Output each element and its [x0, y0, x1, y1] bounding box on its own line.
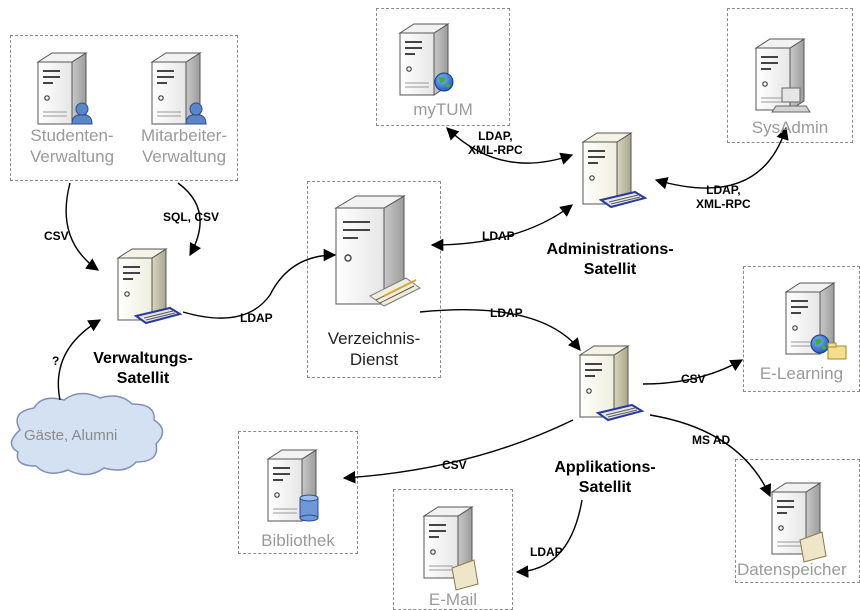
edge-label-ldap-mytum: LDAP, XML-RPC — [468, 129, 523, 157]
edge-label-ldap-sysadmin-line2: XML-RPC — [696, 197, 751, 211]
applikations-label-line1: Applikations- — [554, 459, 656, 476]
csv-arrow — [65, 182, 100, 271]
verwaltungs-satellit-server-icon — [117, 248, 181, 324]
ldap-email-arrow — [515, 499, 583, 578]
elearning-label: E-Learning — [759, 364, 844, 383]
administrations-label-line2: Satellit — [583, 261, 637, 278]
envelope-icon — [451, 559, 479, 591]
csv-bibliothek-arrow — [342, 419, 574, 484]
applikations-satellit-server-icon — [579, 345, 643, 421]
edge-label-ldap-verwaltung: LDAP — [240, 311, 273, 325]
administrations-satellit-server-icon — [582, 132, 646, 208]
workstation-icon — [771, 87, 811, 113]
verwaltungs-label-line1: Verwaltungs- — [93, 350, 193, 367]
bibliothek-label: Bibliothek — [261, 531, 335, 550]
csv-elearning-arrow — [642, 359, 744, 385]
mitarbeiter-label: Mitarbeiter- Verwaltung — [132, 125, 236, 167]
edge-label-ldap-mytum-line2: XML-RPC — [468, 143, 523, 157]
studenten-label-line1: Studenten- — [30, 126, 114, 145]
edge-label-ldap-sysadmin-line1: LDAP, — [706, 183, 741, 197]
administrations-label: Administrations- Satellit — [520, 240, 700, 280]
verzeichnis-label-line2: Dienst — [349, 350, 399, 369]
edge-label-csv: CSV — [44, 229, 69, 243]
applikations-label-line2: Satellit — [578, 479, 632, 496]
edge-label-csv-elearning: CSV — [681, 372, 706, 386]
applikations-label: Applikations- Satellit — [530, 458, 680, 498]
mytum-label: myTUM — [413, 100, 473, 119]
edge-label-ldap-mytum-line1: LDAP, — [478, 129, 513, 143]
globe-icon — [810, 334, 830, 354]
email-label: E-Mail — [428, 590, 478, 609]
storage-drive-icon — [799, 531, 827, 563]
studenten-label: Studenten- Verwaltung — [22, 125, 122, 167]
ms-ad-arrow — [649, 414, 772, 498]
datenspeicher-label: Datenspeicher — [737, 560, 847, 579]
gaeste-label: Gäste, Alumni — [24, 427, 118, 444]
edge-label-ldap-admin: LDAP — [482, 229, 515, 243]
edge-label-ms-ad: MS AD — [692, 433, 731, 447]
edge-label-csv-bibliothek: CSV — [442, 458, 467, 472]
studenten-label-line2: Verwaltung — [29, 147, 115, 166]
edge-label-ldap-email: LDAP — [530, 545, 563, 559]
sysadmin-label: SysAdmin — [751, 118, 829, 137]
edge-label-question: ? — [52, 354, 60, 368]
database-icon — [299, 494, 319, 522]
edge-label-ldap-app: LDAP — [490, 306, 523, 320]
ldap-verwaltung-arrow — [182, 248, 337, 319]
ldap-sysadmin-arrow — [654, 126, 789, 190]
ldap-mytum-arrow — [446, 127, 574, 165]
datenspeicher-box — [735, 459, 860, 583]
cloud-shape — [10, 392, 164, 476]
sql-csv-arrow — [177, 182, 202, 257]
edge-label-sql-csv: SQL, CSV — [163, 210, 220, 224]
directory-server-icon — [334, 195, 421, 307]
mitarbeiter-label-line1: Mitarbeiter- — [141, 126, 227, 145]
mitarbeiter-label-line2: Verwaltung — [141, 147, 227, 166]
ldap-app-arrow — [419, 309, 581, 351]
ldap-admin-arrow — [430, 204, 573, 252]
edge-label-ldap-sysadmin: LDAP, XML-RPC — [696, 183, 751, 211]
question-arrow — [57, 319, 102, 401]
folder-icon — [827, 342, 847, 360]
verwaltungs-label-line2: Satellit — [116, 370, 170, 387]
verzeichnis-label: Verzeichnis- Dienst — [307, 328, 441, 370]
administrations-label-line1: Administrations- — [546, 241, 674, 258]
globe-icon — [434, 72, 454, 92]
verwaltungs-label: Verwaltungs- Satellit — [68, 349, 218, 389]
verzeichnis-label-line1: Verzeichnis- — [327, 329, 421, 348]
